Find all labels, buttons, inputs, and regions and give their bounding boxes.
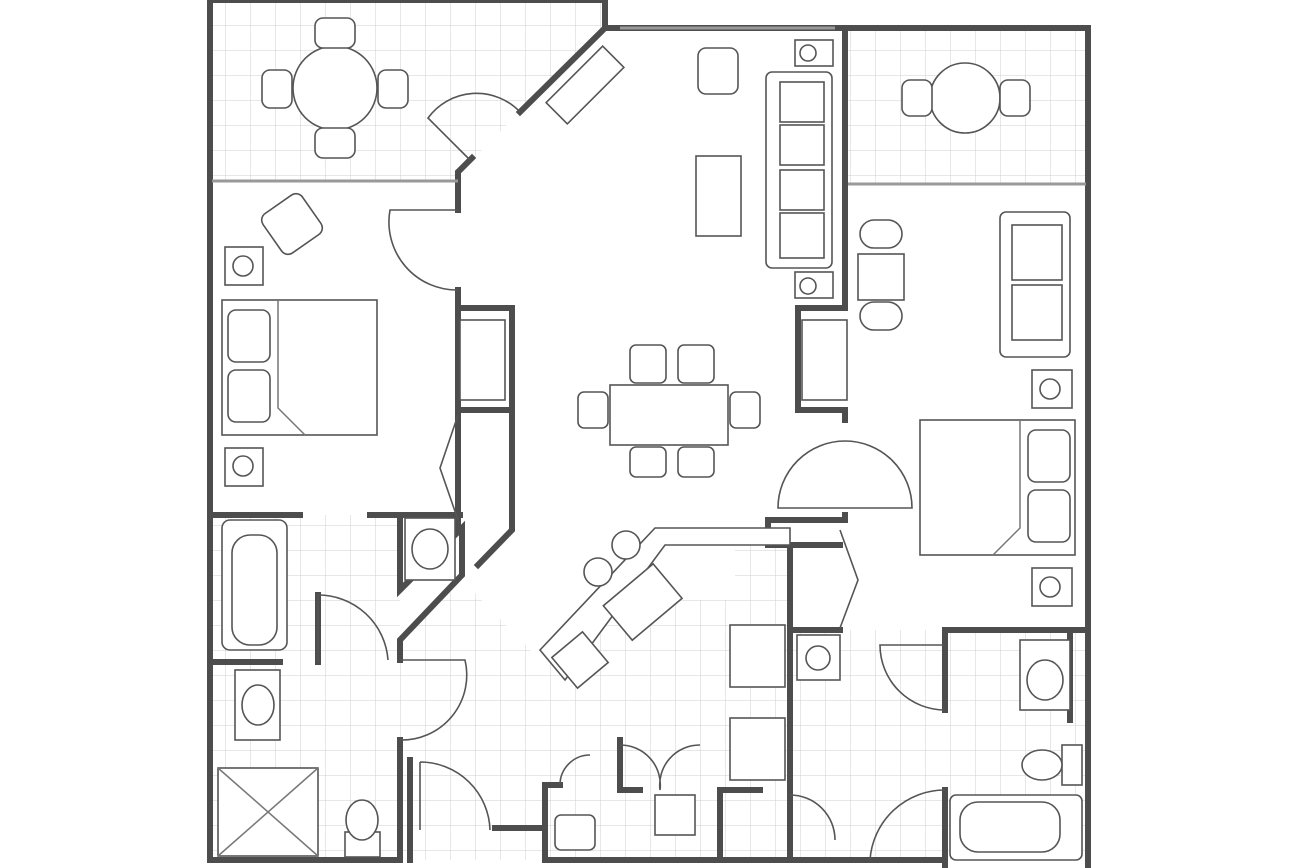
dining-table	[577, 344, 761, 478]
hall-door[interactable]	[789, 789, 946, 861]
patio-diagonal-wall	[455, 153, 477, 213]
left-patio-top-wall	[207, 0, 608, 117]
bath-inner-door[interactable]	[399, 659, 468, 741]
loveseat	[999, 211, 1071, 358]
left-bedroom-door[interactable]	[388, 209, 459, 291]
patio-door[interactable]	[426, 92, 521, 161]
right-bedroom-door[interactable]	[777, 440, 913, 509]
left-bath-fixtures	[217, 517, 456, 858]
kitchen-island	[538, 527, 791, 690]
washer-drum	[805, 645, 831, 671]
closet-bifold-left[interactable]	[439, 414, 459, 521]
lamps	[224, 39, 1073, 607]
right-bed	[919, 419, 1076, 556]
furniture	[217, 17, 1083, 861]
coffee-table	[695, 155, 742, 237]
left-bedroom-east-wall	[455, 287, 515, 570]
left-patio-table	[261, 17, 409, 159]
kitchen-entry-floor	[400, 540, 790, 860]
entry-door[interactable]	[419, 761, 491, 831]
left-bed	[221, 299, 378, 436]
console-table	[544, 44, 626, 126]
armchair	[697, 47, 739, 95]
right-dresser	[801, 319, 848, 401]
entry-wall	[407, 757, 548, 863]
outer-left-wall	[207, 0, 398, 863]
right-bath-door[interactable]	[879, 644, 946, 711]
sofa	[765, 71, 833, 269]
vacuum	[554, 814, 596, 851]
refrigerator	[729, 717, 786, 781]
right-closet-wall	[787, 542, 843, 633]
left-bath-door[interactable]	[317, 594, 389, 662]
right-outer-wall	[842, 25, 1091, 868]
bistro-set	[857, 219, 905, 331]
doors	[317, 92, 946, 861]
walls	[207, 0, 1091, 868]
closet-wall	[455, 305, 515, 533]
closet-bifold-right[interactable]	[839, 529, 859, 629]
stove	[729, 624, 786, 688]
left-dresser	[459, 319, 506, 401]
right-bath-wall	[942, 627, 1091, 868]
bath-divider	[397, 512, 465, 663]
bedroom-armchair	[260, 192, 324, 256]
pantry-wall	[542, 737, 793, 863]
right-patio-table	[901, 62, 1031, 134]
water-heater	[654, 794, 696, 836]
right-bath-fixtures	[949, 639, 1083, 861]
living-right-wall	[795, 305, 848, 423]
pantry-doors[interactable]	[559, 744, 701, 791]
